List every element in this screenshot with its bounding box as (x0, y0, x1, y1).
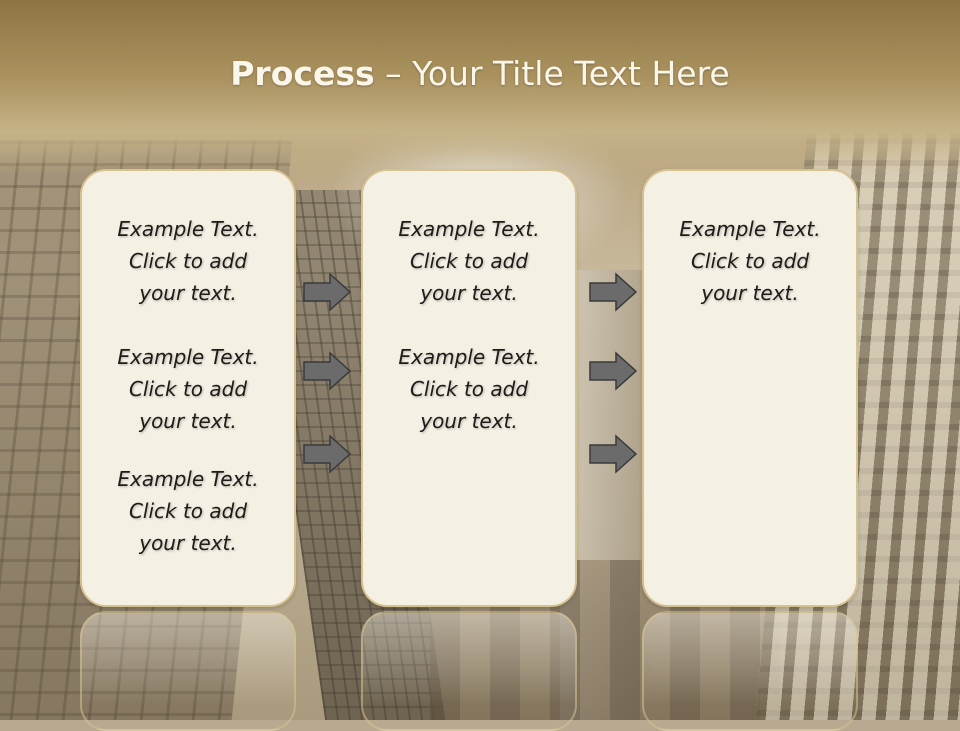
text-block[interactable]: Example Text. Click to add your text. (82, 341, 294, 437)
text-line: your text. (420, 281, 518, 305)
right-arrow-icon[interactable] (302, 272, 352, 312)
text-line: Click to add (690, 249, 810, 273)
right-arrow-icon[interactable] (588, 272, 638, 312)
process-panel-3[interactable]: Example Text. Click to add your text. (642, 169, 858, 607)
text-line: Click to add (409, 377, 529, 401)
text-block[interactable]: Example Text. Click to add your text. (363, 213, 575, 309)
text-line: Click to add (128, 249, 248, 273)
text-line: Example Text. (117, 345, 259, 369)
text-line: your text. (420, 409, 518, 433)
text-line: your text. (139, 281, 237, 305)
text-line: Example Text. (398, 217, 540, 241)
right-arrow-icon[interactable] (588, 351, 638, 391)
panel-reflection (80, 611, 296, 731)
right-arrow-icon[interactable] (588, 434, 638, 474)
process-panel-1[interactable]: Example Text. Click to add your text. Ex… (80, 169, 296, 607)
text-line: Example Text. (398, 345, 540, 369)
right-arrow-icon[interactable] (302, 434, 352, 474)
text-line: your text. (139, 409, 237, 433)
text-line: your text. (139, 531, 237, 555)
panel-reflection (361, 611, 577, 731)
text-line: Click to add (409, 249, 529, 273)
title-rest-part: – Your Title Text Here (374, 54, 730, 93)
title-band (0, 0, 960, 175)
text-line: Example Text. (117, 217, 259, 241)
text-block[interactable]: Example Text. Click to add your text. (644, 213, 856, 309)
text-line: Example Text. (117, 467, 259, 491)
text-line: Click to add (128, 499, 248, 523)
process-panel-2[interactable]: Example Text. Click to add your text. Ex… (361, 169, 577, 607)
text-block[interactable]: Example Text. Click to add your text. (82, 213, 294, 309)
text-block[interactable]: Example Text. Click to add your text. (363, 341, 575, 437)
panel-reflection (642, 611, 858, 731)
text-line: your text. (701, 281, 799, 305)
right-arrow-icon[interactable] (302, 351, 352, 391)
text-line: Click to add (128, 377, 248, 401)
title-bold-part: Process (230, 54, 375, 93)
text-block[interactable]: Example Text. Click to add your text. (82, 463, 294, 559)
slide-title[interactable]: Process – Your Title Text Here (0, 54, 960, 93)
text-line: Example Text. (679, 217, 821, 241)
